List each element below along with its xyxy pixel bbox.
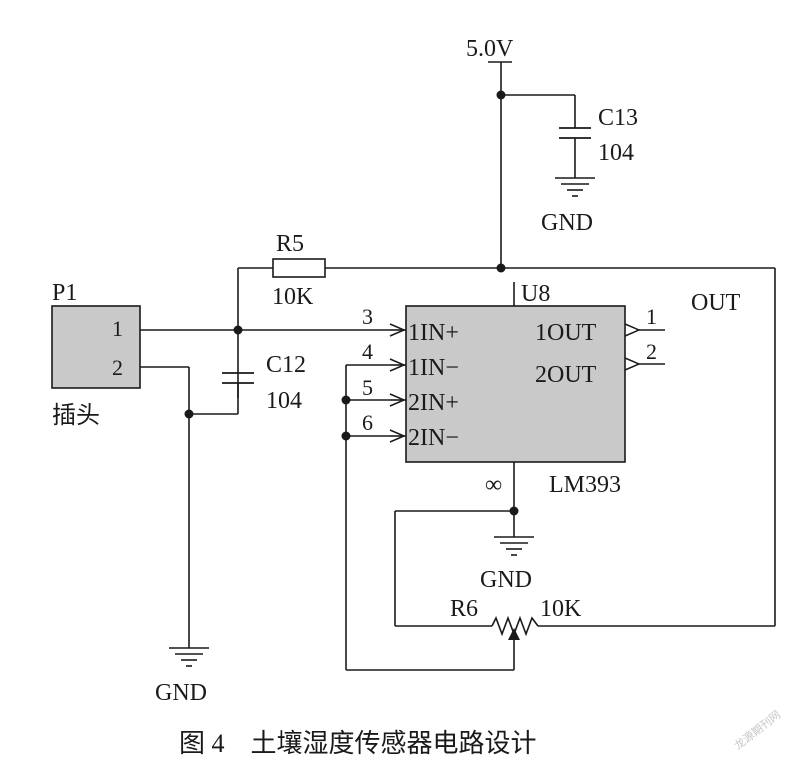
- u8-gnd-mark: ∞: [485, 472, 502, 498]
- ground-icon: GND: [155, 647, 209, 706]
- u8-in-label: 1IN+: [408, 320, 459, 346]
- u8-out-pin: 2: [646, 339, 657, 364]
- p1-pin2: 2: [112, 355, 123, 380]
- wire-pin1: [140, 323, 406, 337]
- potentiometer-r6: R6 10K: [450, 596, 582, 646]
- chip-u8: U8 LM393 1IN+ 1IN− 2IN+ 2IN− 1OUT 2OUT 3…: [362, 281, 665, 537]
- capacitor-c13: C13 104: [501, 94, 638, 178]
- u8-in-label: 2IN+: [408, 390, 459, 416]
- c13-gnd-label: GND: [541, 210, 593, 236]
- ground-icon: GND: [480, 536, 534, 593]
- ground-icon: GND: [541, 177, 595, 236]
- feedback-wire: [394, 510, 514, 627]
- p1-gnd-label: GND: [155, 680, 207, 706]
- u8-out-label: 1OUT: [535, 320, 597, 346]
- figure-caption: 图 4 土壤湿度传感器电路设计: [179, 729, 537, 758]
- p1-pin1: 1: [112, 316, 123, 341]
- u8-part: LM393: [549, 472, 621, 498]
- input-wires: [341, 358, 515, 671]
- p1-desc: 插头: [52, 402, 100, 429]
- u8-in-pin: 5: [362, 375, 373, 400]
- connector-p1: P1 1 2 插头: [51, 280, 141, 429]
- power-label: 5.0V: [466, 36, 514, 62]
- r5-name: R5: [276, 231, 304, 257]
- u8-name: U8: [521, 281, 550, 307]
- u8-in-pin: 4: [362, 339, 373, 364]
- c12-value: 104: [266, 388, 302, 414]
- wire-pin2: [140, 366, 238, 648]
- u8-out-pin: 1: [646, 304, 657, 329]
- u8-in-label: 1IN−: [408, 355, 459, 381]
- resistor-r5: R5 10K: [237, 231, 775, 398]
- out-wire: OUT: [538, 268, 776, 627]
- u8-out-label: 2OUT: [535, 362, 597, 388]
- u8-in-pin: 6: [362, 410, 373, 435]
- r5-value: 10K: [272, 284, 314, 310]
- r6-name: R6: [450, 596, 478, 622]
- u8-in-pin: 3: [362, 304, 373, 329]
- power-5v: 5.0V: [466, 36, 514, 268]
- c12-name: C12: [266, 352, 306, 378]
- r6-value: 10K: [540, 596, 582, 622]
- capacitor-c12: C12 104: [222, 352, 306, 414]
- c13-name: C13: [598, 105, 638, 131]
- out-label: OUT: [691, 290, 741, 316]
- watermark: 龙源期刊网: [731, 707, 783, 752]
- u8-in-label: 2IN−: [408, 425, 459, 451]
- p1-name: P1: [52, 280, 77, 306]
- u8-gnd-label: GND: [480, 567, 532, 593]
- c13-value: 104: [598, 140, 634, 166]
